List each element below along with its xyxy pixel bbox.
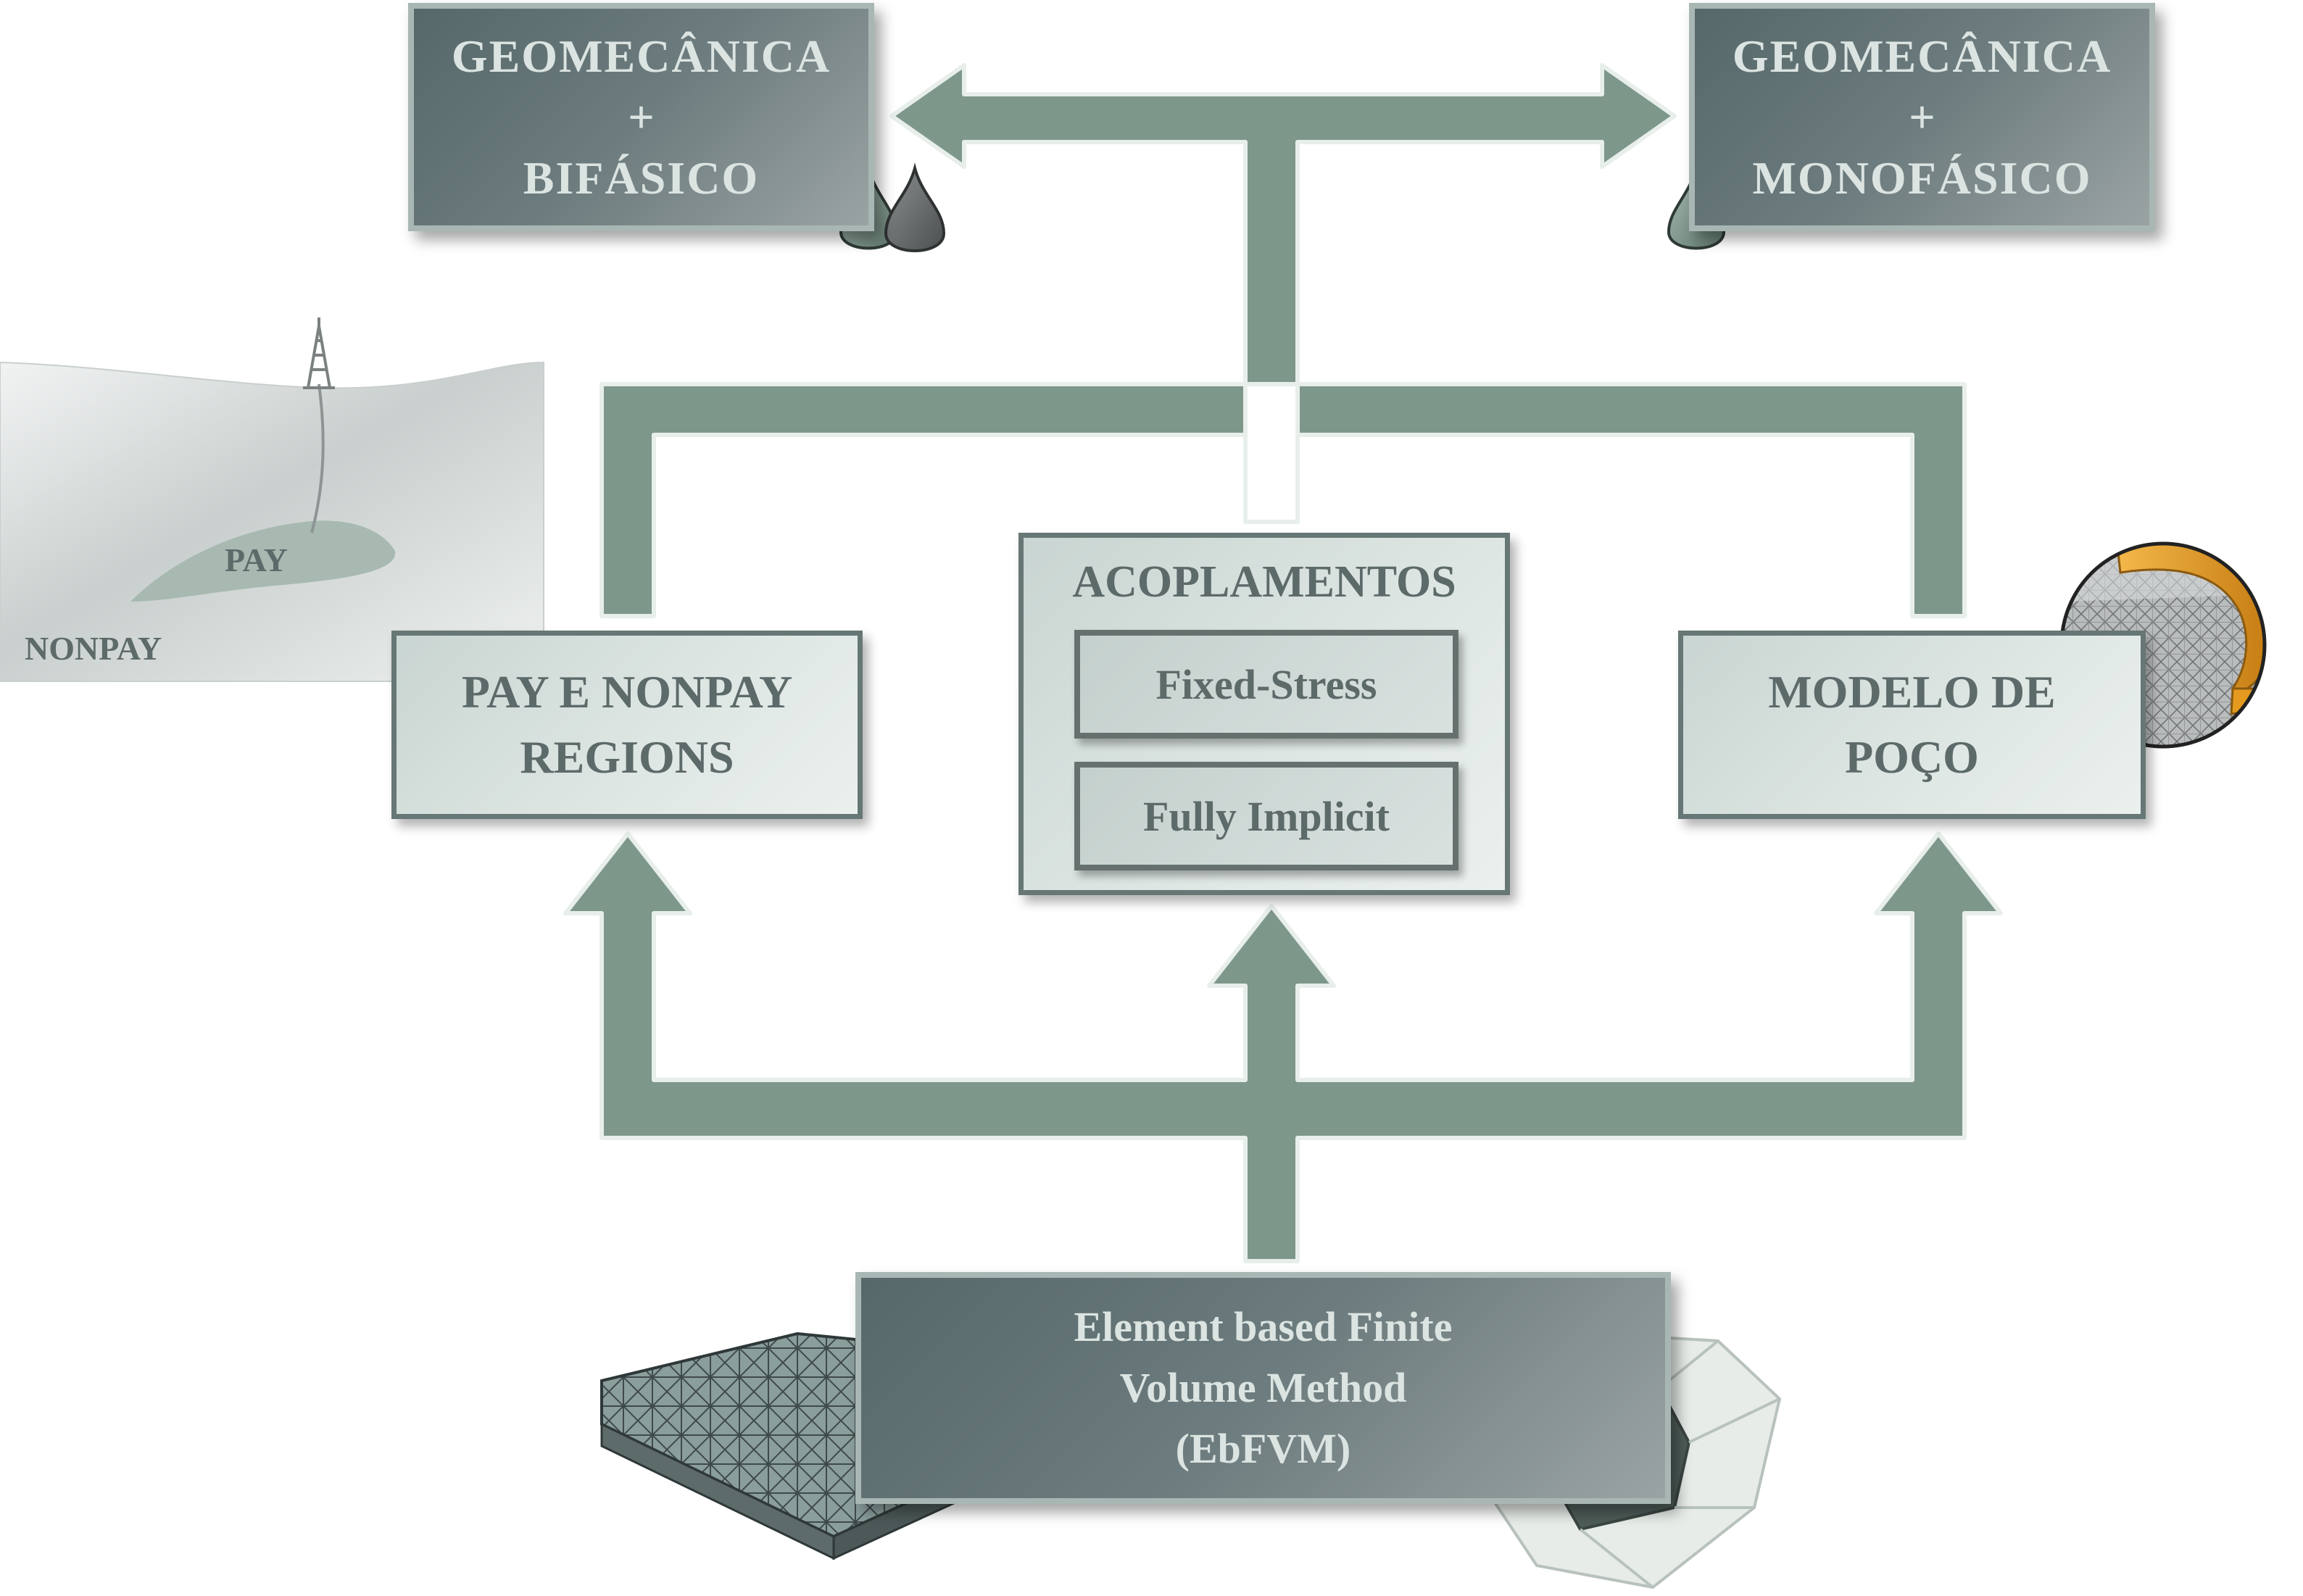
- fully-implicit-box: Fully Implicit: [1074, 762, 1458, 870]
- well-trajectory-line: [310, 383, 325, 533]
- ebfvm-box: Element based Finite Volume Method (EbFV…: [855, 1272, 1671, 1504]
- box-line: +: [1909, 91, 1935, 143]
- acoplamentos-title: ACOPLAMENTOS: [1072, 557, 1456, 607]
- drilling-rig-icon: [303, 317, 335, 389]
- box-line: Volume Method: [1119, 1364, 1407, 1411]
- box-line: +: [628, 91, 655, 143]
- arrows: [563, 63, 2003, 1263]
- box-line: MODELO DE: [1768, 666, 2056, 718]
- pay-label: PAY: [225, 541, 288, 578]
- modelo-de-poco-box: MODELO DE POÇO: [1678, 631, 2146, 819]
- pay-nonpay-regions-box: PAY E NONPAY REGIONS: [391, 631, 863, 819]
- acoplamentos-box: ACOPLAMENTOS Fixed-Stress Fully Implicit: [1018, 533, 1510, 895]
- double-arrow-top: [889, 63, 1677, 386]
- fixed-stress-box: Fixed-Stress: [1074, 630, 1458, 739]
- nonpay-label: NONPAY: [25, 630, 162, 667]
- well-model-image: [2059, 541, 2267, 749]
- box-line: POÇO: [1845, 731, 1979, 783]
- box-line: REGIONS: [520, 731, 734, 783]
- geomecanica-monofasico-box: GEOMECÂNICA + MONOFÁSICO: [1689, 3, 2155, 231]
- box-line: GEOMECÂNICA: [1732, 30, 2112, 82]
- upper-t-connector: [599, 382, 1967, 618]
- box-line: GEOMECÂNICA: [451, 30, 831, 82]
- box-line: BIFÁSICO: [523, 151, 760, 204]
- lower-t-connector: [563, 831, 2003, 1263]
- box-line: MONOFÁSICO: [1752, 151, 2092, 204]
- pay-zone-shape: [130, 520, 396, 602]
- oil-drop-icon: [884, 162, 946, 252]
- reservoir-sketch: [0, 317, 544, 682]
- geomecanica-bifasico-box: GEOMECÂNICA + BIFÁSICO: [408, 3, 874, 231]
- box-line: Element based Finite: [1074, 1303, 1453, 1350]
- box-line: (EbFVM): [1175, 1425, 1351, 1472]
- box-line: PAY E NONPAY: [461, 666, 793, 718]
